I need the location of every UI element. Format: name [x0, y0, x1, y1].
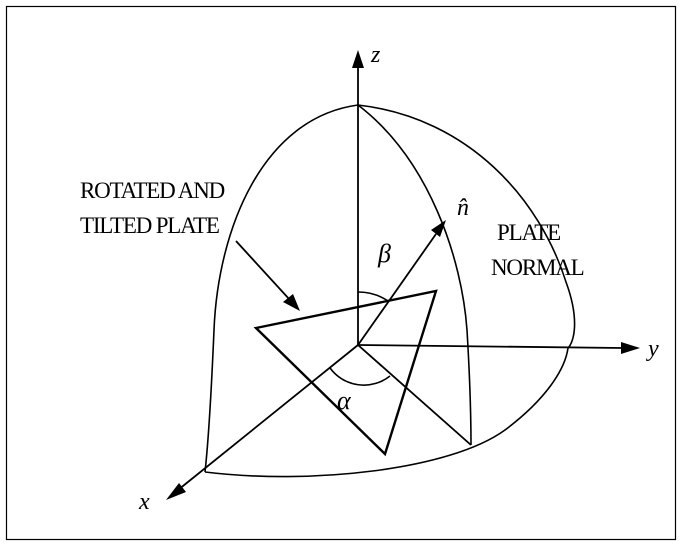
y-axis-arrowhead	[621, 342, 640, 354]
y-axis-label: y	[646, 336, 659, 362]
plate-normal-vector	[357, 233, 437, 346]
y-axis-line	[357, 344, 623, 349]
plate-callout-line	[235, 240, 291, 301]
plate-callout-arrowhead	[283, 294, 300, 311]
beta-angle-label: β	[377, 239, 391, 268]
x-axis-label: x	[138, 489, 150, 515]
plate-label-line2: TILTED PLATE	[80, 213, 219, 238]
sphere-base-arc	[204, 347, 569, 478]
x-axis-line	[177, 344, 359, 491]
sphere-middle-meridian	[357, 104, 472, 446]
figure-frame	[5, 5, 677, 541]
plate-label-line1: ROTATED AND	[80, 178, 225, 203]
z-axis-arrowhead	[352, 50, 364, 68]
projection-line	[357, 344, 472, 446]
alpha-angle-label: α	[337, 386, 352, 415]
rotated-tilted-plate	[253, 289, 438, 457]
x-axis-arrowhead	[166, 483, 186, 500]
sphere-outer-meridian	[204, 104, 359, 473]
z-axis-label: z	[370, 42, 381, 68]
normal-label-line1: PLATE	[497, 220, 560, 245]
sphere-yz-meridian	[357, 104, 576, 349]
beta-angle-arc	[357, 291, 389, 302]
alpha-angle-arc	[329, 367, 391, 386]
normal-label-line2: NORMAL	[491, 255, 584, 280]
normal-vector-symbol: n̂	[457, 195, 469, 221]
plate-normal-arrowhead	[431, 220, 446, 237]
